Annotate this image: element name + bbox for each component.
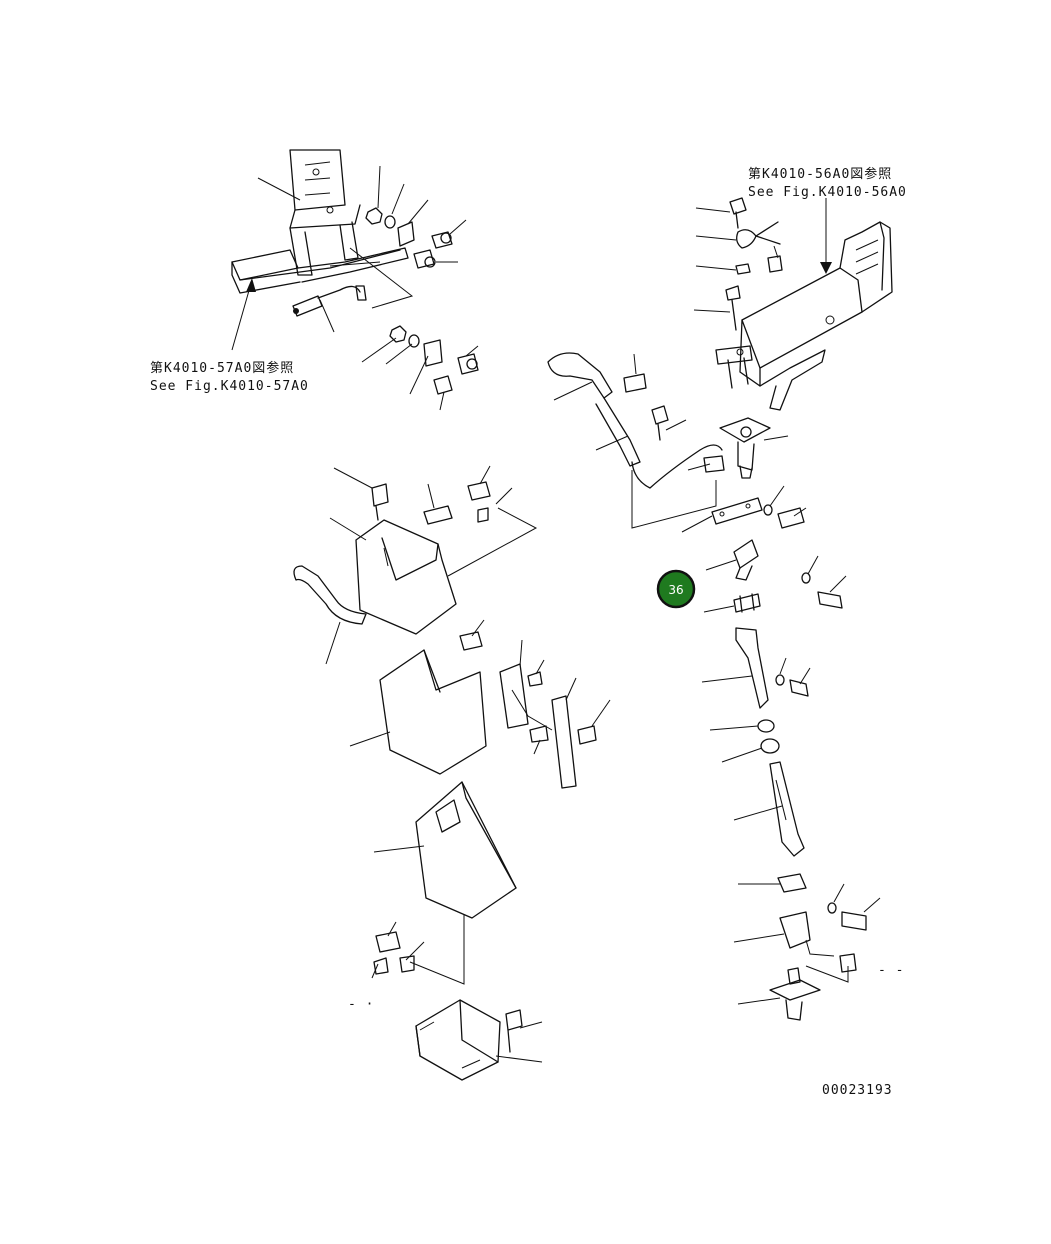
steering-shaft-assembly: - - (701, 539, 904, 1021)
reference-note-upper-right: 第K4010-56A0図参照 See Fig.K4010-56A0 (748, 166, 907, 200)
callout-36[interactable]: 36 (656, 569, 696, 609)
dash-mark-right: - - (878, 963, 904, 978)
upper-right-frame-assembly (693, 197, 893, 411)
column-top-assembly (681, 417, 807, 533)
bottom-cover-assembly: - · (348, 781, 543, 1081)
upper-left-frame-assembly (231, 149, 479, 411)
reference-text-en-left: See Fig.K4010-57A0 (150, 379, 309, 394)
reference-note-upper-left: 第K4010-57A0図参照 See Fig.K4010-57A0 (150, 360, 309, 394)
dash-mark-left: - · (348, 997, 374, 1012)
callout-number: 36 (668, 583, 683, 597)
control-lever-assembly (547, 352, 725, 529)
reference-text-en-right: See Fig.K4010-56A0 (748, 185, 907, 200)
drawing-number: 00023193 (822, 1083, 893, 1098)
lower-cover-assembly (349, 619, 611, 789)
reference-text-jp-right: 第K4010-56A0図参照 (748, 166, 892, 182)
cover-assembly (293, 465, 538, 665)
callout-circle[interactable] (656, 569, 696, 609)
reference-text-jp-left: 第K4010-57A0図参照 (150, 360, 294, 376)
